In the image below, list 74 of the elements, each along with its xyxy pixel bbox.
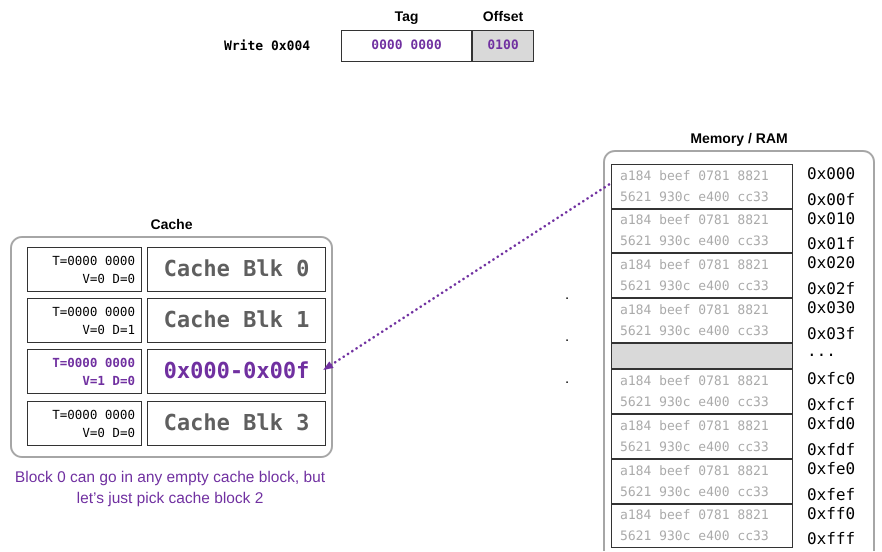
memory-data: 5621 930c e400 cc33: [620, 528, 770, 546]
block-label: 0x000-0x00f: [164, 358, 310, 386]
operation-label: Write 0x004: [224, 38, 310, 56]
memory-data: 5621 930c e400 cc33: [620, 394, 770, 412]
address-label: 0x02f: [807, 279, 856, 299]
tag-state-text: V=1 D=0: [82, 372, 135, 390]
ellipsis-dot: .: [565, 327, 570, 347]
memory-row: [611, 504, 793, 548]
tag-state-box: [27, 401, 142, 446]
memory-data: 5621 930c e400 cc33: [620, 438, 770, 456]
ellipsis-dot: .: [565, 369, 570, 389]
address-label: 0xff0: [807, 504, 856, 524]
cache-block: [147, 247, 326, 292]
tag-state-box: [27, 247, 142, 292]
memory-data: 5621 930c e400 cc33: [620, 484, 770, 502]
address-label: 0xfe0: [807, 459, 856, 479]
tag-state-box: [27, 349, 142, 394]
dotted-arrow: [322, 183, 610, 371]
memory-data: a184 beef 0781 8821: [620, 462, 770, 480]
cache-block: [147, 401, 326, 446]
tag-state-text: V=0 D=0: [82, 270, 135, 288]
address-label: 0xfef: [807, 485, 856, 505]
address-label: 0x020: [807, 253, 856, 273]
memory-data: 5621 930c e400 cc33: [620, 233, 770, 251]
address-label: 0xfcf: [807, 395, 856, 415]
address-label: 0x030: [807, 298, 856, 318]
ellipsis-dot: .: [565, 285, 570, 305]
field-heading: Tag: [394, 7, 420, 26]
address-label: 0x03f: [807, 324, 856, 344]
tag-state-text: T=0000 0000: [52, 406, 135, 424]
address-label: 0xfc0: [807, 369, 856, 389]
memory-row: [611, 414, 793, 459]
tag-state-box: [27, 298, 142, 343]
bit-value: 0100: [487, 37, 519, 56]
block-label: Cache Blk 0: [164, 256, 310, 284]
memory-data: 5621 930c e400 cc33: [620, 188, 770, 206]
tag-state-text: T=0000 0000: [52, 252, 135, 270]
memory-data: a184 beef 0781 8821: [620, 372, 770, 390]
address-label: 0xfff: [807, 529, 856, 549]
memory-row: [611, 209, 793, 253]
cache-block: [147, 298, 326, 343]
memory-data: a184 beef 0781 8821: [620, 418, 770, 436]
block-label: Cache Blk 3: [164, 410, 310, 438]
memory-row: [611, 164, 793, 209]
memory-data: 5621 930c e400 cc33: [620, 322, 770, 340]
tag-state-text: V=0 D=1: [82, 320, 135, 338]
address-label: 0x010: [807, 209, 856, 229]
address-label: 0x00f: [807, 190, 856, 210]
memory-row: [611, 298, 793, 343]
block-label: Cache Blk 1: [164, 307, 310, 335]
tag-state-text: T=0000 0000: [52, 302, 135, 320]
tag-state-text: T=0000 0000: [52, 354, 135, 372]
bit-value: 0000 0000: [371, 37, 442, 56]
memory-data: a184 beef 0781 8821: [620, 212, 770, 230]
memory-data: a184 beef 0781 8821: [620, 168, 770, 186]
tag-state-text: V=0 D=0: [82, 424, 135, 442]
memory-row: [611, 253, 793, 298]
address-label: ...: [807, 341, 836, 361]
memory-row: [611, 459, 793, 504]
panel-heading: Memory / RAM: [689, 129, 789, 148]
address-label: 0x000: [807, 164, 856, 184]
memory-row: [611, 369, 793, 414]
panel-heading: Cache: [149, 215, 194, 234]
elided-memory-row: [611, 343, 793, 369]
memory-data: a184 beef 0781 8821: [620, 256, 770, 274]
address-label: 0x01f: [807, 234, 856, 254]
field-heading: Offset: [482, 7, 524, 26]
memory-data: a184 beef 0781 8821: [620, 507, 770, 525]
cache-block: [147, 349, 326, 394]
address-label: 0xfd0: [807, 414, 856, 434]
memory-data: 5621 930c e400 cc33: [620, 278, 770, 296]
caption-text: Block 0 can go in any empty cache block, but let’s just pick cache block 2: [14, 468, 326, 509]
address-label: 0xfdf: [807, 440, 856, 460]
memory-data: a184 beef 0781 8821: [620, 302, 770, 320]
